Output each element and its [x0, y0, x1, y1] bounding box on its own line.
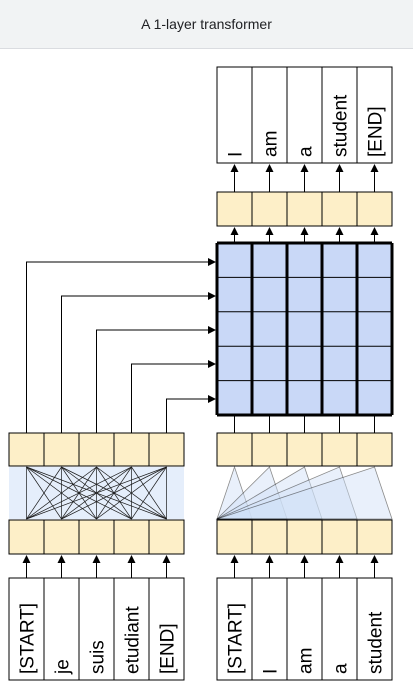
decoder-output-token-label: student	[331, 94, 352, 157]
page-title: A 1-layer transformer	[0, 0, 413, 49]
decoder-input-token-box	[251, 577, 288, 681]
encoder-input-token-box	[78, 577, 115, 681]
decoder-causal-attention-fan	[216, 466, 288, 520]
decoder-output-token-box	[321, 66, 358, 164]
encoder-input-token-label: etudiant	[123, 606, 144, 674]
encoder-context-cell	[148, 432, 185, 467]
decoder-output-cell	[251, 191, 288, 227]
encoder-context-cell	[43, 432, 80, 467]
decoder-input-token-label: am	[296, 648, 317, 674]
decoder-query-cell	[356, 432, 393, 467]
decoder-embedding-cell	[286, 519, 323, 555]
decoder-embedding-cell	[216, 519, 253, 555]
arrows	[22, 164, 379, 578]
encoder-input-token-box	[148, 577, 185, 681]
encoder-context-connector	[26, 261, 214, 433]
decoder-output-token-box	[356, 66, 393, 164]
decoder-causal-attention-fan	[216, 466, 393, 520]
decoder-embedding-cell	[356, 519, 393, 555]
encoder-input-token-label: je	[53, 659, 74, 675]
decoder-causal-attention-fan	[216, 465, 253, 520]
decoder-input-token-label: student	[366, 611, 387, 674]
decoder-causal-attention-fan	[215, 466, 323, 520]
decoder-query-cell	[321, 432, 358, 467]
decoder-output-token-label: am	[261, 131, 282, 157]
decoder-output-token-label: a	[296, 146, 317, 157]
encoder-input-token-label: [START]	[18, 603, 39, 674]
cross-attention-grid-fill	[217, 243, 392, 415]
encoder-attention-edge	[26, 466, 62, 520]
decoder-input-token-box	[356, 577, 393, 681]
encoder-context-connector	[166, 398, 214, 433]
decoder-causal-attention-fan	[216, 466, 358, 520]
attention-fans	[9, 465, 393, 520]
encoder-embedding-cell	[43, 519, 80, 555]
decoder-embedding-cell	[321, 519, 358, 555]
decoder-output-token-label: I	[226, 152, 247, 157]
encoder-attention-edge	[61, 466, 167, 520]
decoder-query-cell	[286, 432, 323, 467]
encoder-input-token-label: suis	[88, 640, 109, 674]
decoder-input-token-box	[286, 577, 323, 681]
encoder-embedding-cell	[78, 519, 115, 555]
encoder-embedding-cell	[148, 519, 185, 555]
decoder-input-token-box	[321, 577, 358, 681]
encoder-attention-edge	[26, 466, 167, 520]
encoder-context-connector	[131, 363, 214, 433]
decoder-input-token-label: [START]	[226, 603, 247, 674]
decoder-input-token-box	[216, 577, 253, 681]
encoder-context-cell	[113, 432, 150, 467]
decoder-query-cell	[216, 432, 253, 467]
cross-attention-grid	[215, 241, 394, 417]
decoder-output-cell	[356, 191, 393, 227]
decoder-output-cell	[216, 191, 253, 227]
encoder-context-arrowhead	[208, 395, 216, 403]
embedding-cells	[8, 191, 393, 555]
encoder-context-connector	[96, 329, 214, 433]
encoder-context-cell	[8, 432, 45, 467]
decoder-output-cell	[286, 191, 323, 227]
encoder-context-arrowhead	[208, 258, 216, 266]
encoder-context-cell	[78, 432, 115, 467]
encoder-attention-edge	[96, 466, 167, 520]
encoder-context-connector	[61, 295, 214, 433]
encoder-attention-edge	[26, 466, 132, 520]
encoder-attention-edge	[131, 466, 167, 520]
decoder-output-token-box	[286, 66, 323, 164]
encoder-input-token-box	[43, 577, 80, 681]
encoder-context-arrowhead	[208, 360, 216, 368]
encoder-input-token-label: [END]	[158, 623, 179, 674]
encoder-embedding-cell	[113, 519, 150, 555]
encoder-attention-edge	[26, 466, 97, 520]
decoder-output-token-box	[251, 66, 288, 164]
decoder-output-token-box	[216, 66, 253, 164]
decoder-input-token-label: a	[331, 663, 352, 674]
encoder-embedding-cell	[8, 519, 45, 555]
encoder-context-arrowhead	[208, 292, 216, 300]
decoder-input-token-label: I	[261, 669, 282, 674]
decoder-query-cell	[251, 432, 288, 467]
encoder-context-arrowhead	[208, 326, 216, 334]
decoder-embedding-cell	[251, 519, 288, 555]
decoder-output-cell	[321, 191, 358, 227]
decoder-output-token-label: [END]	[366, 106, 387, 157]
